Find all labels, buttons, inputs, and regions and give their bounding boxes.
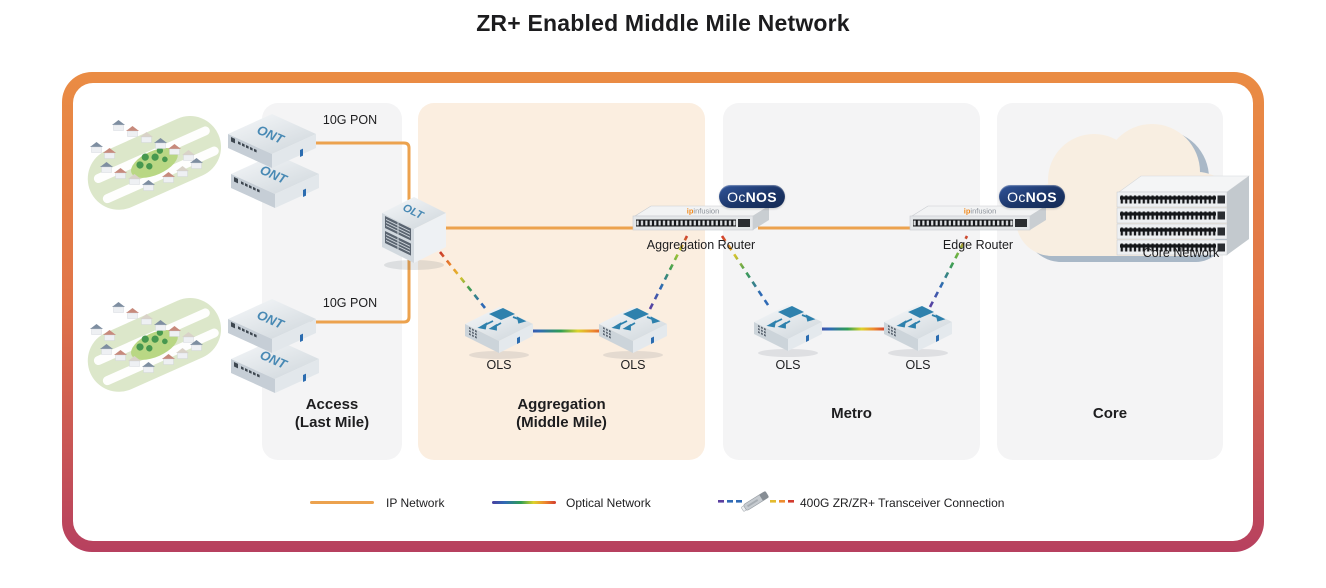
pon-link-label: 10G PON xyxy=(322,113,378,127)
ols-device xyxy=(599,307,667,359)
ols-label: OLS xyxy=(486,358,512,372)
ocnos-suffix: NOS xyxy=(745,188,777,205)
link-zr-ols-aggregation-router xyxy=(648,235,689,310)
core-switch-row xyxy=(1116,239,1228,256)
zone-label-access: Access (Last Mile) xyxy=(262,396,402,432)
neighborhood-illustration xyxy=(87,116,222,210)
zone-metro xyxy=(723,103,980,460)
zone-access-sub: (Last Mile) xyxy=(294,414,370,431)
ont-device: ONT xyxy=(228,299,316,353)
ipinfusion-prefix: ip xyxy=(964,207,971,216)
ols-label: OLS xyxy=(905,358,931,372)
ont-device: ONT xyxy=(228,114,316,168)
park-trees xyxy=(136,329,168,352)
park-trees xyxy=(136,147,168,170)
aggregation-router-label: Aggregation Router xyxy=(646,238,756,252)
zone-label-core: Core xyxy=(1092,405,1128,422)
transceiver-icon xyxy=(766,306,816,329)
ols-label: OLS xyxy=(775,358,801,372)
pon-link-label: 10G PON xyxy=(322,296,378,310)
ipinfusion-suffix: infusion xyxy=(970,207,996,216)
ipinfusion-suffix: infusion xyxy=(693,207,719,216)
core-switch-row xyxy=(1116,223,1228,240)
link-zr-olt-ols xyxy=(438,251,487,309)
ols-device xyxy=(465,307,533,359)
transceiver-module-icon xyxy=(741,491,769,512)
legend-optical-network-label: Optical Network xyxy=(566,496,651,510)
houses xyxy=(90,302,203,373)
legend-ip-network-label: IP Network xyxy=(386,496,445,510)
ont-device: ONT xyxy=(231,339,319,393)
ols-device xyxy=(754,305,822,357)
zone-aggregation-name: Aggregation xyxy=(517,396,606,413)
ocnos-suffix: NOS xyxy=(1025,188,1057,205)
ipinfusion-logo: ipinfusion xyxy=(964,207,997,216)
link-zr-ols-edge-router xyxy=(928,235,969,308)
edge-router-label: Edge Router xyxy=(942,238,1014,252)
core-network-label: Core Network xyxy=(1142,246,1220,260)
aggregation-router-device: ipinfusion xyxy=(632,205,771,231)
neighborhood-illustration xyxy=(87,298,222,392)
transceiver-icon xyxy=(611,308,661,331)
zone-access-name: Access xyxy=(305,396,359,413)
legend-transceiver-line xyxy=(718,491,794,512)
ocnos-prefix: Oc xyxy=(1007,188,1026,205)
ols-label: OLS xyxy=(620,358,646,372)
ipinfusion-logo: ipinfusion xyxy=(687,207,720,216)
transceiver-icon xyxy=(896,306,946,329)
ipinfusion-prefix: ip xyxy=(687,207,694,216)
legend-optical-network-line xyxy=(492,501,556,504)
ols-device xyxy=(884,305,952,357)
page-title: ZR+ Enabled Middle Mile Network xyxy=(476,10,850,36)
zr-dashes xyxy=(718,500,794,503)
zone-label-metro: Metro xyxy=(831,405,872,422)
houses xyxy=(90,120,203,191)
olt-device: OLT xyxy=(382,197,446,270)
zone-aggregation-sub: (Middle Mile) xyxy=(516,414,607,431)
edge-router-device: ipinfusion xyxy=(909,205,1048,231)
zone-aggregation xyxy=(418,103,705,460)
legend-transceiver-label: 400G ZR/ZR+ Transceiver Connection xyxy=(800,496,1005,510)
ont-stack: ONT ONT xyxy=(228,299,319,393)
core-network-stack xyxy=(1116,175,1250,256)
ont-stack: ONT ONT xyxy=(228,114,319,208)
link-zr-aggregation-router-ols xyxy=(720,235,772,309)
ocnos-prefix: Oc xyxy=(727,188,746,205)
core-switch-row xyxy=(1116,191,1228,208)
legend-ip-network-line xyxy=(310,501,374,504)
zone-label-aggregation: Aggregation (Middle Mile) xyxy=(418,396,705,432)
transceiver-icon xyxy=(477,308,527,331)
core-switch-row xyxy=(1116,207,1228,224)
